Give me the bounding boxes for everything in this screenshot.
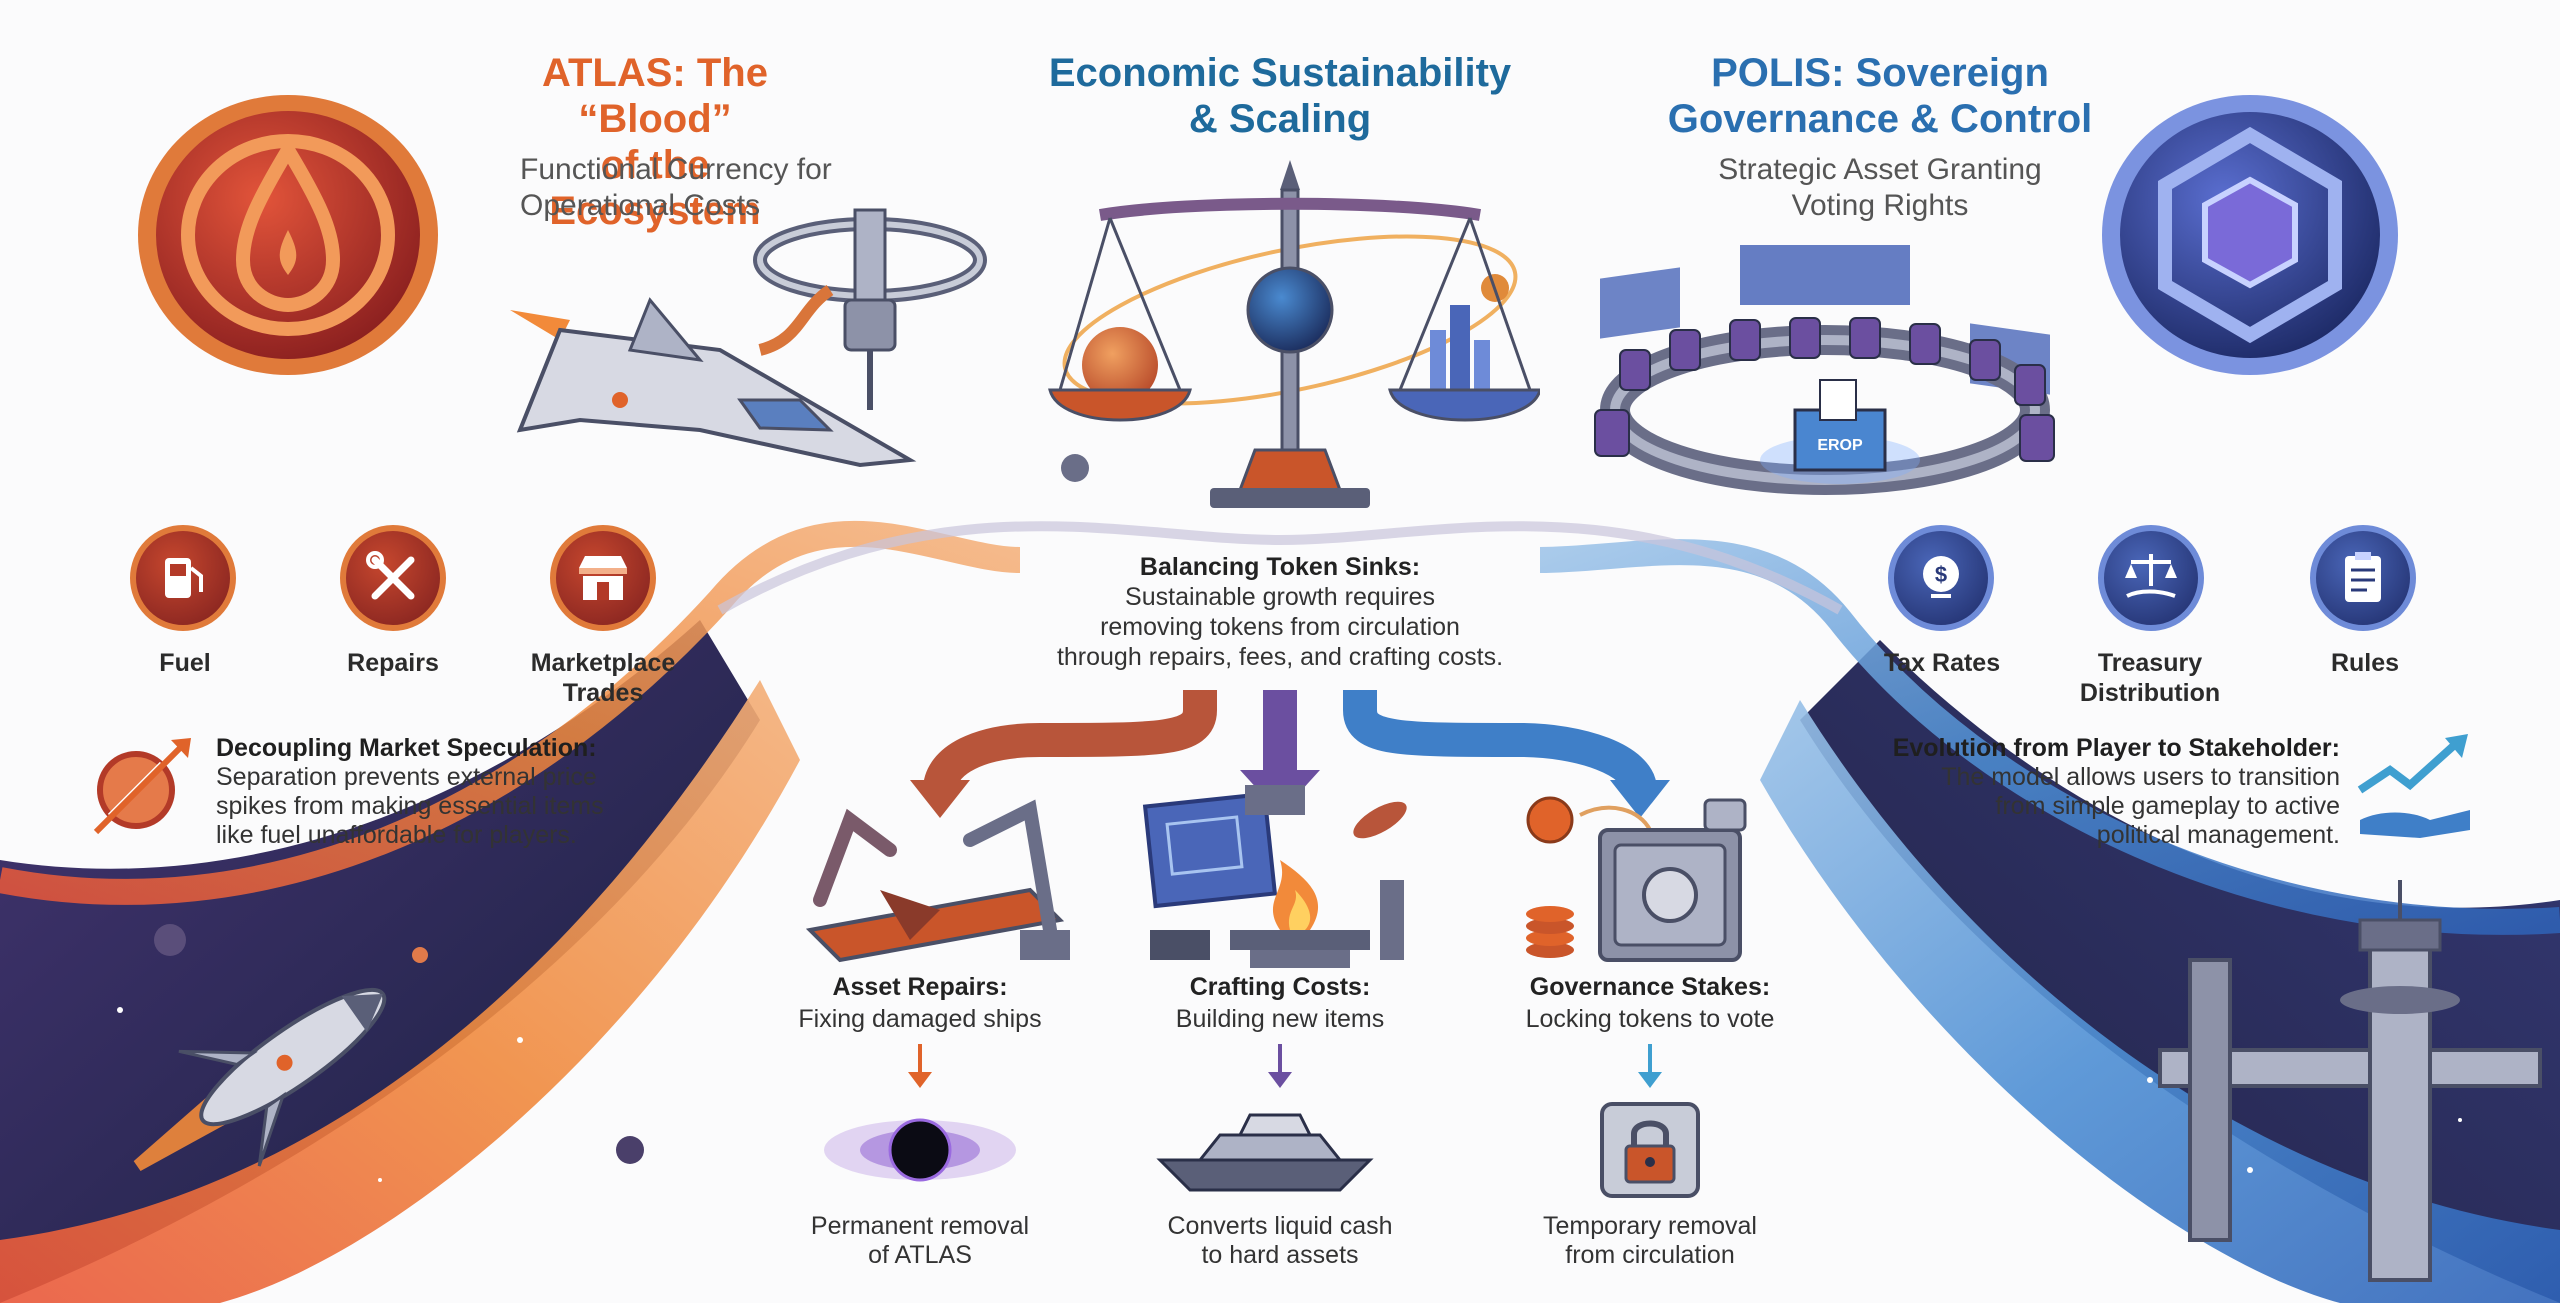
atlas-subtitle-line1: Functional Currency for <box>520 153 832 186</box>
treasury-label-line1: Treasury <box>2097 649 2203 677</box>
governance-stakes-result-line1: Temporary removal <box>1543 1212 1757 1240</box>
robotic-repair-illustration <box>805 799 1070 963</box>
evolution-text: Evolution from Player to Stakeholder: Th… <box>1830 734 2340 850</box>
council-chamber-illustration: EROP <box>1594 245 2055 495</box>
arrow-right-icon <box>1610 780 1670 818</box>
marketplace-label-line2: Trades <box>562 679 644 707</box>
fuel-pump-icon <box>130 525 236 631</box>
ballot-box-label: EROP <box>1817 437 1863 454</box>
governance-stakes-title: Governance Stakes: <box>1529 973 1771 1001</box>
balancing-line3: through repairs, fees, and crafting cost… <box>1056 643 1504 671</box>
balancing-line1: Sustainable growth requires <box>1125 583 1435 611</box>
repairs-label: Repairs <box>347 649 439 677</box>
yacht-icon <box>1156 1113 1374 1192</box>
atlas-title: ATLAS: The “Blood” of the Ecosystem <box>490 50 820 234</box>
arrow-left-icon <box>910 780 970 818</box>
asset-repairs-subtitle: Fixing damaged ships <box>798 1005 1042 1033</box>
asset-repairs-result-line1: Permanent removal <box>810 1212 1030 1240</box>
asset-repairs-title: Asset Repairs: <box>832 973 1008 1001</box>
tax-rates-label: Tax Rates <box>1883 649 2001 677</box>
governance-stakes-result-line2: from circulation <box>1565 1241 1735 1269</box>
atlas-title-line2: of the Ecosystem <box>549 143 761 233</box>
crafting-costs-title: Crafting Costs: <box>1189 973 1371 1001</box>
polis-coin-icon <box>2102 95 2398 375</box>
marketplace-label: Marketplace Trades <box>508 648 698 708</box>
scales-hand-icon <box>2098 525 2204 631</box>
asset-repairs-result: Permanent removal of ATLAS <box>750 1212 1090 1270</box>
crafting-costs-result: Converts liquid cash to hard assets <box>1110 1212 1450 1270</box>
atlas-subtitle: Functional Currency for Operational Cost… <box>490 152 890 224</box>
balancing-heading: Balancing Token Sinks: <box>1139 553 1421 581</box>
evolution-line2: from simple gameplay to active <box>1995 792 2340 820</box>
polis-subtitle-line2: Voting Rights <box>1791 189 1969 222</box>
treasury-label: Treasury Distribution <box>2060 648 2240 708</box>
polis-subtitle: Strategic Asset Granting Voting Rights <box>1680 152 2080 224</box>
asset-repairs-result-line2: of ATLAS <box>868 1241 972 1269</box>
decoupling-heading: Decoupling Market Speculation: <box>216 734 597 762</box>
crafting-forge-illustration <box>1142 785 1407 968</box>
vault-coins-illustration <box>1526 796 1747 962</box>
growth-hand-icon <box>2357 734 2470 838</box>
crafting-costs-subtitle: Building new items <box>1175 1005 1385 1033</box>
padlock-icon <box>1600 1102 1700 1198</box>
evolution-heading: Evolution from Player to Stakeholder: <box>1892 734 2340 762</box>
center-title-line1: Economic Sustainability <box>1048 51 1512 95</box>
balancing-line2: removing tokens from circulation <box>1100 613 1460 641</box>
atlas-subtitle-line2: Operational Costs <box>520 189 761 222</box>
balancing-text: Balancing Token Sinks: Sustainable growt… <box>1000 552 1560 672</box>
decoupling-line2: spikes from making essential items <box>216 792 604 820</box>
marketplace-label-line1: Marketplace <box>530 649 676 677</box>
arrow-down-blue-icon <box>1638 1044 1662 1088</box>
wrench-screwdriver-icon <box>340 525 446 631</box>
no-speculation-icon <box>93 738 191 835</box>
rocket-illustration <box>133 987 387 1171</box>
center-title: Economic Sustainability & Scaling <box>1010 50 1550 142</box>
clipboard-icon <box>2310 525 2416 631</box>
evolution-line1: The model allows users to transition <box>1941 763 2340 791</box>
governance-stakes-result: Temporary removal from circulation <box>1480 1212 1820 1270</box>
polis-title-line1: POLIS: Sovereign <box>1711 51 2049 95</box>
decoupling-line1: Separation prevents external price <box>216 763 597 791</box>
fuel-label: Fuel <box>159 649 211 677</box>
center-title-line2: & Scaling <box>1188 97 1372 141</box>
crafting-costs-result-line2: to hard assets <box>1201 1241 1359 1269</box>
decoupling-text: Decoupling Market Speculation: Separatio… <box>216 734 676 850</box>
storefront-icon <box>550 525 656 631</box>
polis-subtitle-line1: Strategic Asset Granting <box>1718 153 2042 186</box>
crafting-costs-result-line1: Converts liquid cash <box>1167 1212 1393 1240</box>
svg-text:$: $ <box>1935 562 1947 587</box>
treasury-label-line2: Distribution <box>2079 679 2221 707</box>
rules-label: Rules <box>2330 649 2400 677</box>
evolution-line3: political management. <box>2096 821 2340 849</box>
space-station-illustration <box>2158 880 2542 1282</box>
dollar-coin-icon: $ <box>1888 525 1994 631</box>
arrow-down-purple-icon <box>1268 1044 1292 1088</box>
governance-stakes-subtitle: Locking tokens to vote <box>1525 1005 1775 1033</box>
atlas-coin-icon <box>138 95 438 375</box>
atlas-title-line1: ATLAS: The “Blood” <box>542 51 768 141</box>
polis-title-line2: Governance & Control <box>1667 97 2093 141</box>
decoupling-line3: like fuel unaffordable for players. <box>216 821 577 849</box>
ship-refuel-illustration <box>510 208 987 468</box>
polis-title: POLIS: Sovereign Governance & Control <box>1660 50 2100 142</box>
balance-scale-illustration <box>1048 160 1540 508</box>
arrow-down-orange-icon <box>908 1044 932 1088</box>
black-hole-icon <box>824 1118 1016 1182</box>
